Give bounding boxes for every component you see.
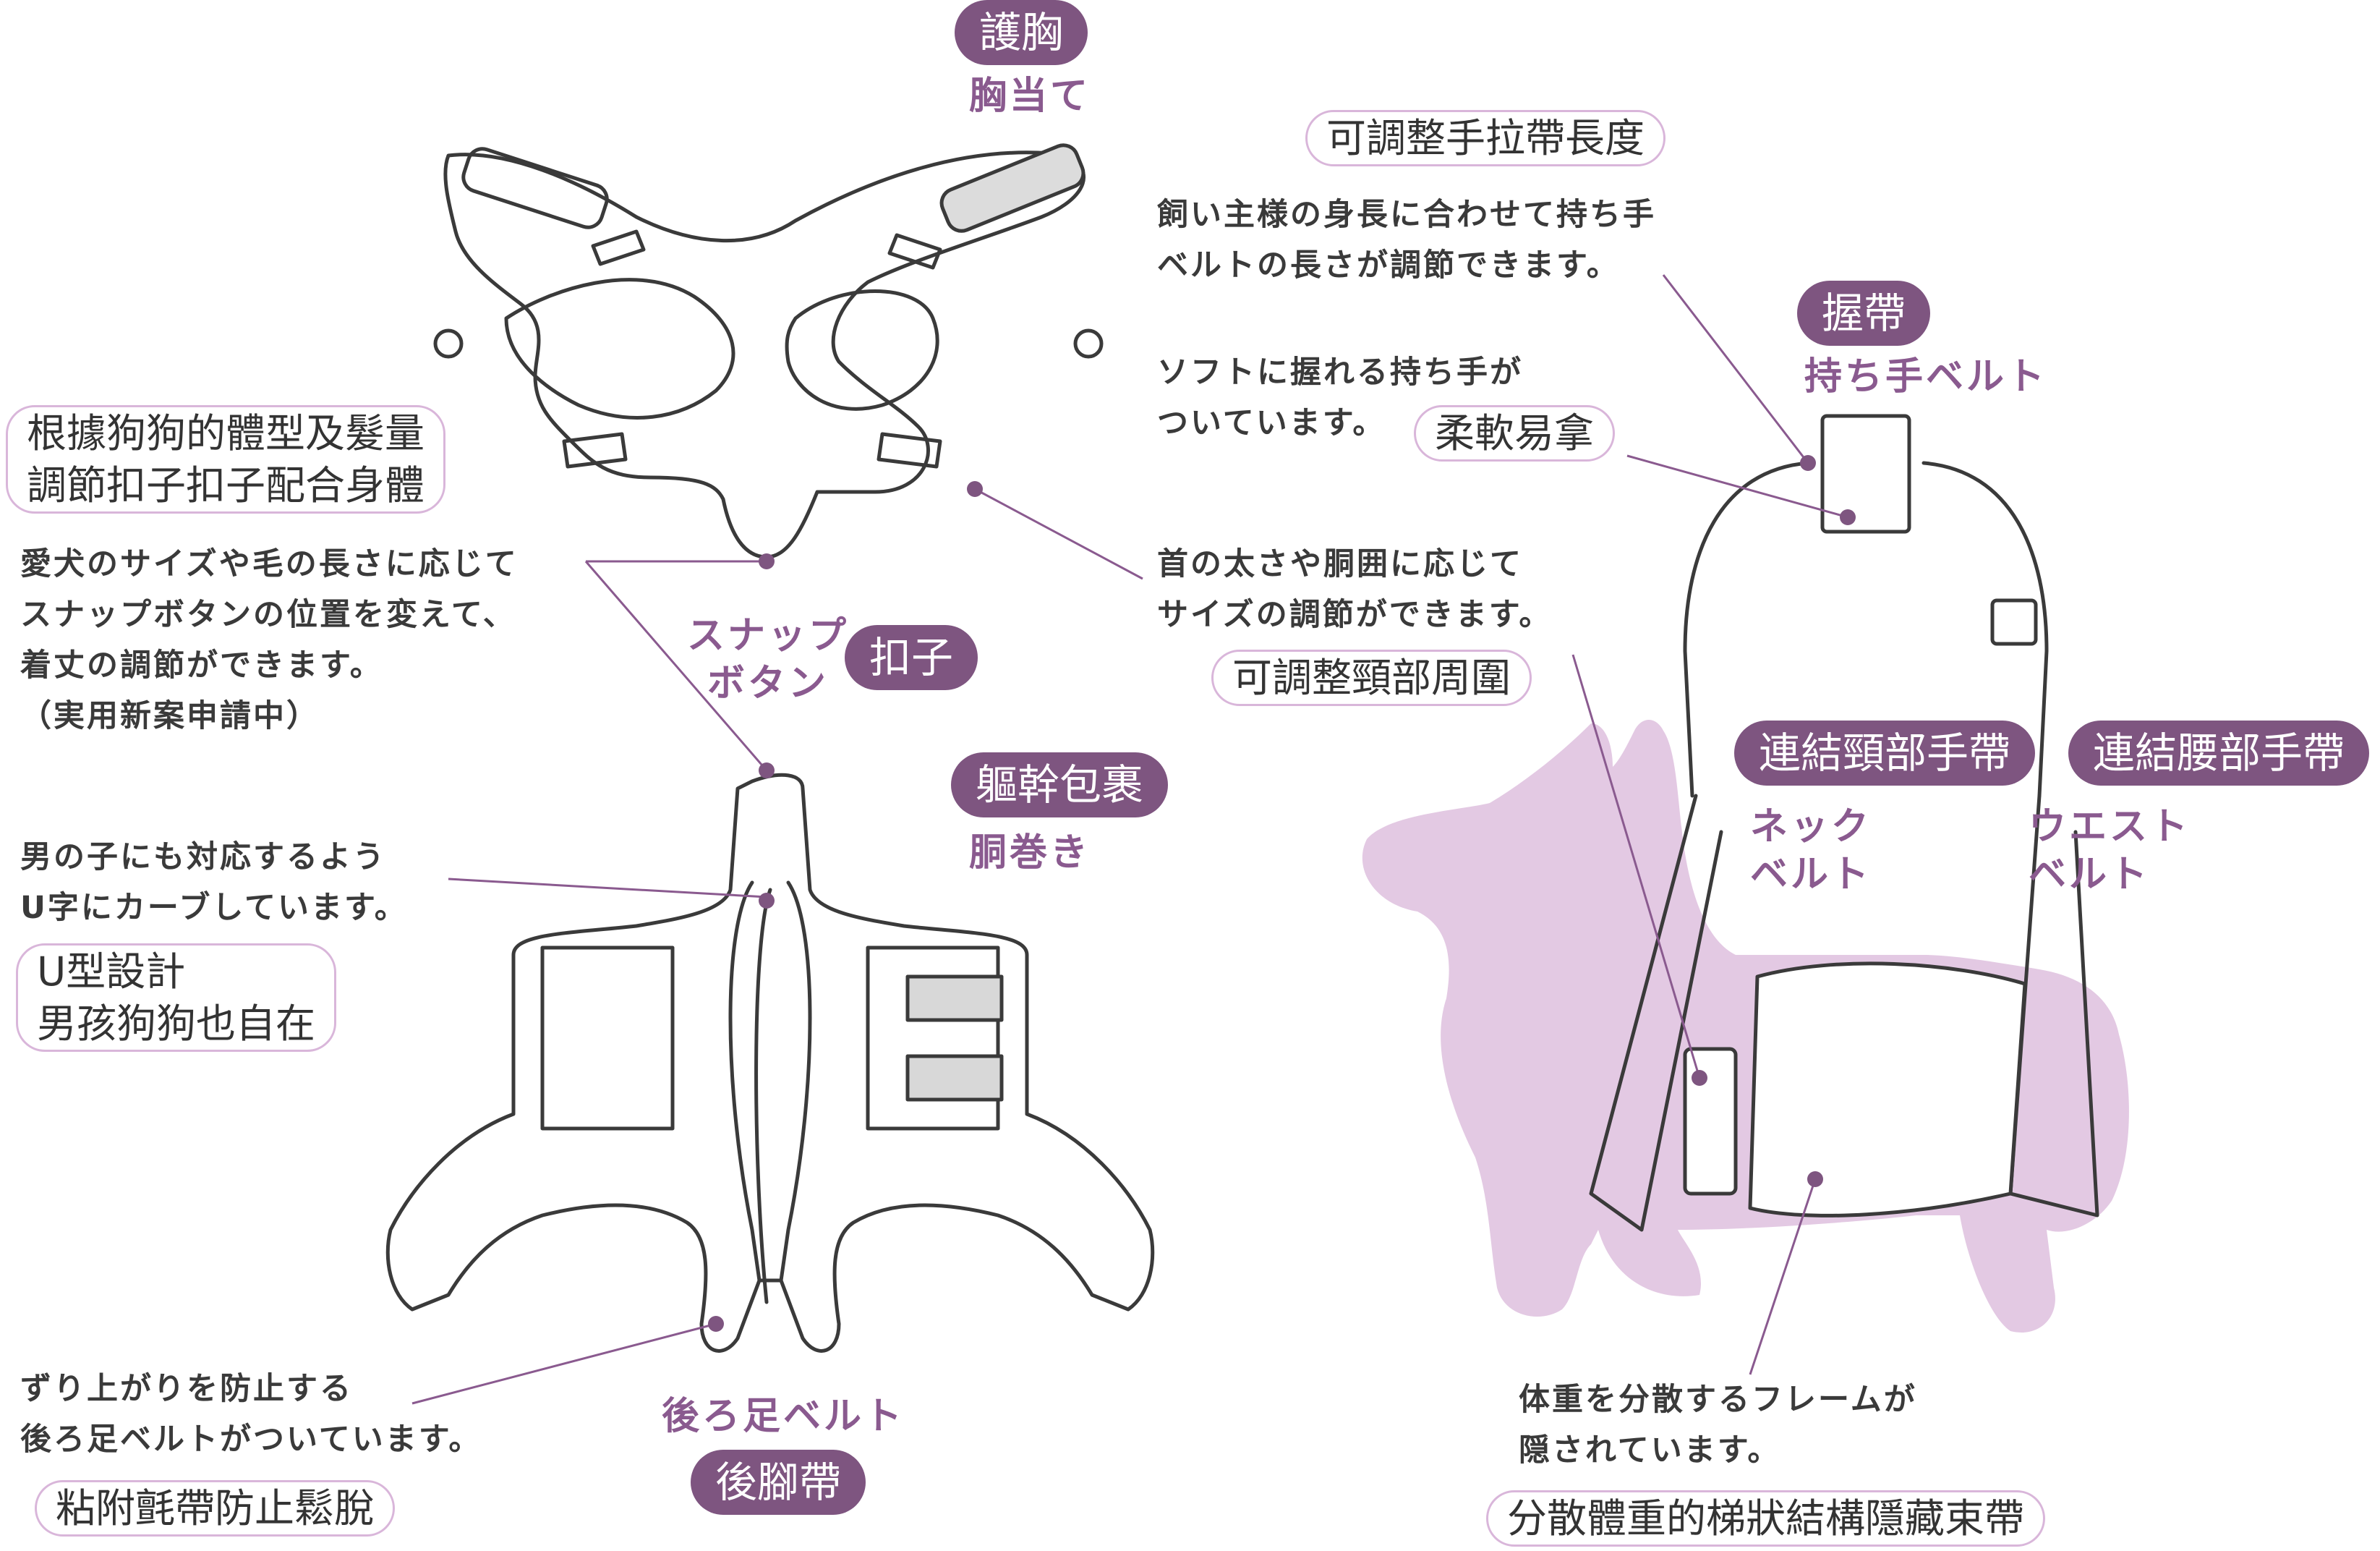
callout-dots [708, 455, 1856, 1332]
snap-label-jp: スナップ ボタン [687, 614, 850, 705]
grip-label-zh: 握帶 [1797, 281, 1931, 346]
snap-label-zh: 扣子 [845, 625, 978, 690]
hind-leg-note: ずり上がりを防止する 後ろ足ベルトがついています。 [20, 1371, 482, 1458]
handle-and-belts-drawing [1589, 414, 2099, 1232]
waist-belt-label-jp: ウエスト ベルト [2029, 805, 2191, 896]
torso-label-jp: 胴巻き [969, 831, 1091, 875]
u-shape-label: U型設計 男孩狗狗也自在 [16, 943, 337, 1052]
strap-length-label: 可調整手拉帶長度 [1305, 110, 1666, 166]
u-shape-note: 男の子にも対応するよう U字にカーブしています。 [20, 839, 408, 926]
torso-wrap-drawing [385, 773, 1155, 1353]
callout-lines [411, 274, 1848, 1405]
hind-leg-pill: 後腳帶 [691, 1450, 866, 1515]
grip-label-jp: 持ち手ベルト [1804, 355, 2048, 399]
soft-note: ソフトに握れる持ち手が ついています。 [1157, 354, 1523, 441]
neck-belt-label-jp: ネック ベルト [1750, 805, 1872, 896]
body-adjust-label: 根據狗狗的體型及髮量 調節扣子扣子配合身體 [6, 405, 446, 514]
frame-note: 体重を分散するフレームが 隠されています。 [1519, 1382, 1917, 1469]
neck-adjust-label: 可調整頸部周圍 [1211, 650, 1532, 706]
waist-belt-label-zh: 連結腰部手帶 [2068, 721, 2370, 786]
neck-adjust-note: 首の太さや胴囲に応じて サイズの調節ができます。 [1157, 546, 1553, 633]
frame-label: 分散體重的梯狀結構隱藏束帶 [1486, 1490, 2046, 1547]
chest-label-jp: 胸当て [969, 75, 1091, 118]
strap-length-note: 飼い主様の身長に合わせて持ち手 ベルトの長さが調節できます。 [1157, 197, 1656, 284]
hind-leg-kata: 後ろ足ベルト [662, 1395, 905, 1438]
hind-leg-label: 粘附氈帶防止鬆脫 [35, 1480, 396, 1537]
soft-label: 柔軟易拿 [1414, 405, 1616, 462]
body-adjust-note: 愛犬のサイズや毛の長さに応じて スナップボタンの位置を変えて、 着丈の調節ができ… [20, 546, 519, 734]
neck-belt-label-zh: 連結頸部手帶 [1734, 721, 2036, 786]
chest-piece-drawing [433, 143, 1104, 559]
torso-label-zh: 軀幹包裹 [951, 752, 1169, 817]
chest-label-zh: 護胸 [955, 0, 1088, 65]
